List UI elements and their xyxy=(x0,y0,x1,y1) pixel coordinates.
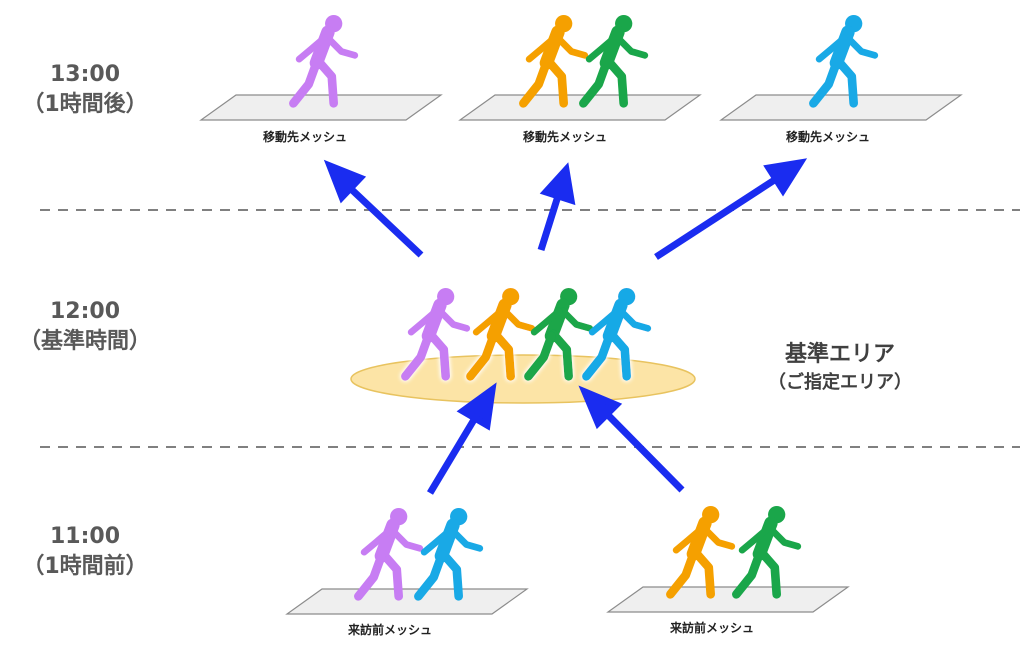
walker-green-icon xyxy=(583,15,644,103)
destination-mesh-plate xyxy=(719,94,963,121)
destination-mesh-label: 移動先メッシュ xyxy=(262,130,347,144)
arrow-to-destination-right xyxy=(654,176,778,260)
destination-mesh-label: 移動先メッシュ xyxy=(785,130,870,144)
origin-mesh-plate xyxy=(285,588,529,615)
walker-orange-icon xyxy=(670,506,731,594)
origin-mesh-label: 来訪前メッシュ xyxy=(347,623,432,637)
arrow-from-origin-right xyxy=(604,411,685,493)
arrow-head xyxy=(578,385,623,430)
walker-purple-icon xyxy=(358,508,419,596)
time-note: （1時間前） xyxy=(22,554,148,579)
reference-area-ellipse xyxy=(350,354,696,404)
destination-mesh-plate xyxy=(199,94,443,121)
time-row-13: 13:00 （1時間後） xyxy=(0,60,170,120)
origin-mesh-plate xyxy=(606,586,850,613)
destination-mesh-label: 移動先メッシュ xyxy=(522,130,607,144)
walker-blue-icon xyxy=(418,508,479,596)
reference-area-subtitle: （ご指定エリア） xyxy=(768,372,912,393)
time-label: 12:00 xyxy=(49,299,121,324)
arrow-from-origin-left xyxy=(426,416,479,495)
arrow-head xyxy=(456,382,497,431)
time-label: 13:00 xyxy=(49,62,121,87)
destination-mesh-plate xyxy=(458,94,702,121)
arrow-head xyxy=(763,158,808,197)
time-row-11: 11:00 （1時間前） xyxy=(0,522,170,582)
origin-mesh-label: 来訪前メッシュ xyxy=(669,621,754,635)
reference-area-title: 基準エリア xyxy=(784,342,895,367)
walker-green-icon xyxy=(736,506,797,594)
time-note: （1時間後） xyxy=(22,92,148,117)
arrow-head xyxy=(539,162,576,206)
time-note: （基準時間） xyxy=(18,329,151,354)
walker-orange-icon xyxy=(523,15,584,103)
walker-purple-icon xyxy=(293,15,354,103)
arrow-head xyxy=(323,159,367,204)
time-row-12: 12:00 （基準時間） xyxy=(0,297,170,357)
time-label: 11:00 xyxy=(49,524,121,549)
arrow-to-destination-left xyxy=(347,185,424,258)
walker-blue-icon xyxy=(813,15,874,103)
arrow-to-destination-center xyxy=(537,194,562,252)
